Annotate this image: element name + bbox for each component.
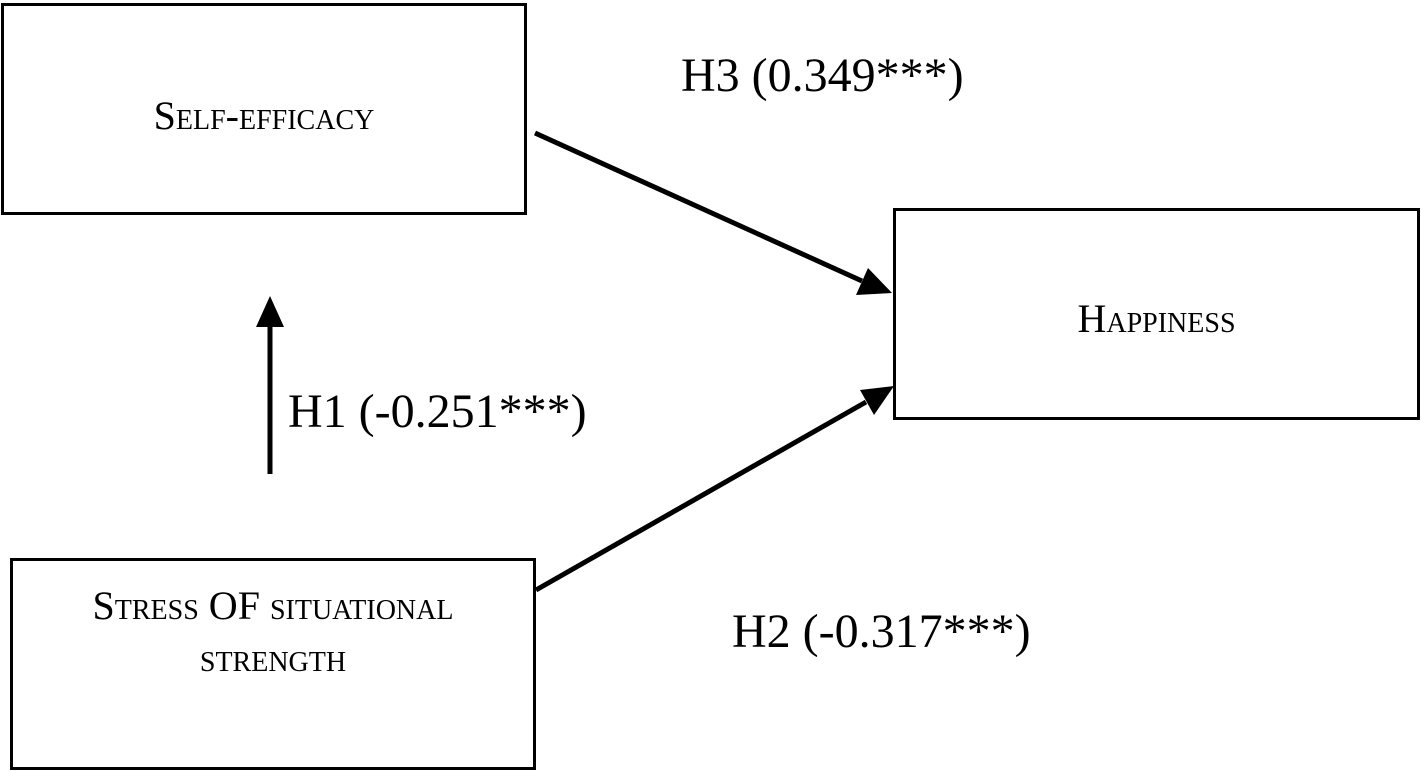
self-efficacy-box: Self-efficacy <box>1 3 527 215</box>
happiness-label: Happiness <box>1077 296 1236 341</box>
h1-arrow <box>256 296 284 474</box>
h3-arrow <box>533 130 892 295</box>
h1-label: H1 (-0.251***) <box>288 385 587 438</box>
happiness-box: Happiness <box>893 208 1420 420</box>
stress-box: Stress OF situational strength <box>10 558 536 770</box>
stress-label-line1: Stress OF situational <box>92 583 454 628</box>
h2-label: H2 (-0.317***) <box>732 605 1031 658</box>
h3-label: H3 (0.349***) <box>681 49 964 102</box>
h2-arrow <box>534 386 894 593</box>
stress-label-line2: strength <box>199 635 347 680</box>
self-efficacy-label: Self-efficacy <box>153 93 375 138</box>
